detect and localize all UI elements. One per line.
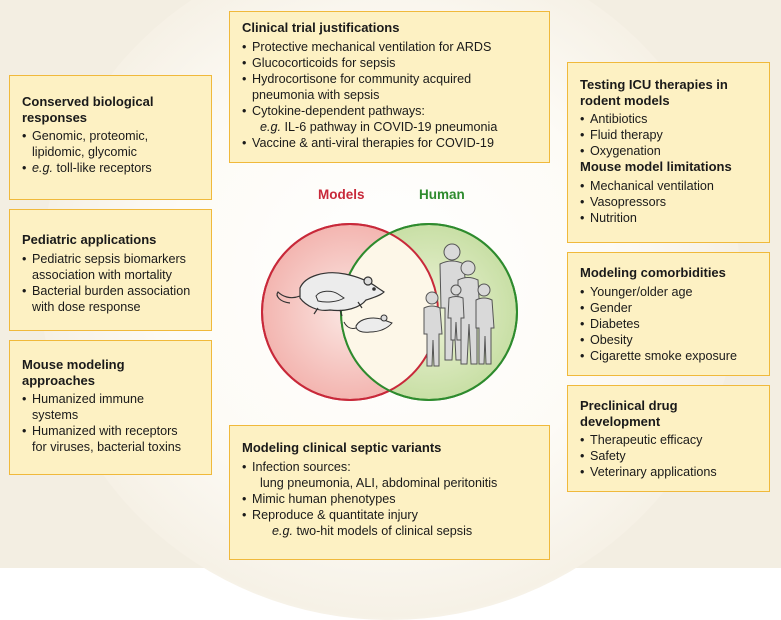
preclinical-title: Preclinical drug development xyxy=(580,398,678,429)
list-item: Genomic, proteomic,lipidomic, glycomic xyxy=(22,128,201,160)
list-item: Diabetes xyxy=(580,316,759,332)
mouse-modeling-title: Mouse modeling approaches xyxy=(22,357,125,388)
testing-icu-box: Testing ICU therapies in rodent models A… xyxy=(567,62,770,243)
testing-icu-title: Testing ICU therapies in rodent models xyxy=(580,77,728,108)
list-item: Nutrition xyxy=(580,210,759,226)
pediatric-title: Pediatric applications xyxy=(22,232,157,247)
conserved-title: Conserved biological responses xyxy=(22,94,154,125)
human-label: Human xyxy=(419,187,465,202)
venn-diagram xyxy=(261,223,518,401)
list-item: Infection sources:lung pneumonia, ALI, a… xyxy=(242,459,539,491)
list-item: Younger/older age xyxy=(580,284,759,300)
models-label: Models xyxy=(318,187,365,202)
septic-variants-box: Modeling clinical septic variants Infect… xyxy=(229,425,550,560)
list-item: Fluid therapy xyxy=(580,127,759,143)
mouse-icon xyxy=(343,314,393,333)
list-item: e.g. toll-like receptors xyxy=(22,160,201,176)
list-item: Glucocorticoids for sepsis xyxy=(242,55,539,71)
mouse-modeling-box: Mouse modeling approaches Humanized immu… xyxy=(9,340,212,475)
preclinical-box: Preclinical drug development Therapeutic… xyxy=(567,385,770,492)
mouse-limitations-title: Mouse model limitations xyxy=(580,159,732,174)
list-item: Protective mechanical ventilation for AR… xyxy=(242,39,539,55)
pediatric-box: Pediatric applications Pediatric sepsis … xyxy=(9,209,212,331)
list-item: Gender xyxy=(580,300,759,316)
pup-icon xyxy=(315,290,345,303)
conserved-box: Conserved biological responses Genomic, … xyxy=(9,75,212,200)
list-item: Antibiotics xyxy=(580,111,759,127)
list-item: Mimic human phenotypes xyxy=(242,491,539,507)
list-item: Cytokine-dependent pathways:e.g. IL-6 pa… xyxy=(242,103,539,135)
list-item: Mechanical ventilation xyxy=(580,178,759,194)
clinical-trial-title: Clinical trial justifications xyxy=(242,20,400,35)
list-item: Veterinary applications xyxy=(580,464,759,480)
list-item: Obesity xyxy=(580,332,759,348)
list-item: Hydrocortisone for community acquiredpne… xyxy=(242,71,539,103)
comorbidities-title: Modeling comorbidities xyxy=(580,265,726,280)
list-item: Safety xyxy=(580,448,759,464)
septic-variants-title: Modeling clinical septic variants xyxy=(242,440,442,455)
list-item: Vaccine & anti-viral therapies for COVID… xyxy=(242,135,539,151)
list-item: Oxygenation xyxy=(580,143,759,159)
list-item: Therapeutic efficacy xyxy=(580,432,759,448)
comorbidities-box: Modeling comorbidities Younger/older age… xyxy=(567,252,770,376)
list-item: Cigarette smoke exposure xyxy=(580,348,759,364)
list-item: Vasopressors xyxy=(580,194,759,210)
human-family-icon xyxy=(423,243,495,367)
clinical-trial-box: Clinical trial justifications Protective… xyxy=(229,11,550,163)
